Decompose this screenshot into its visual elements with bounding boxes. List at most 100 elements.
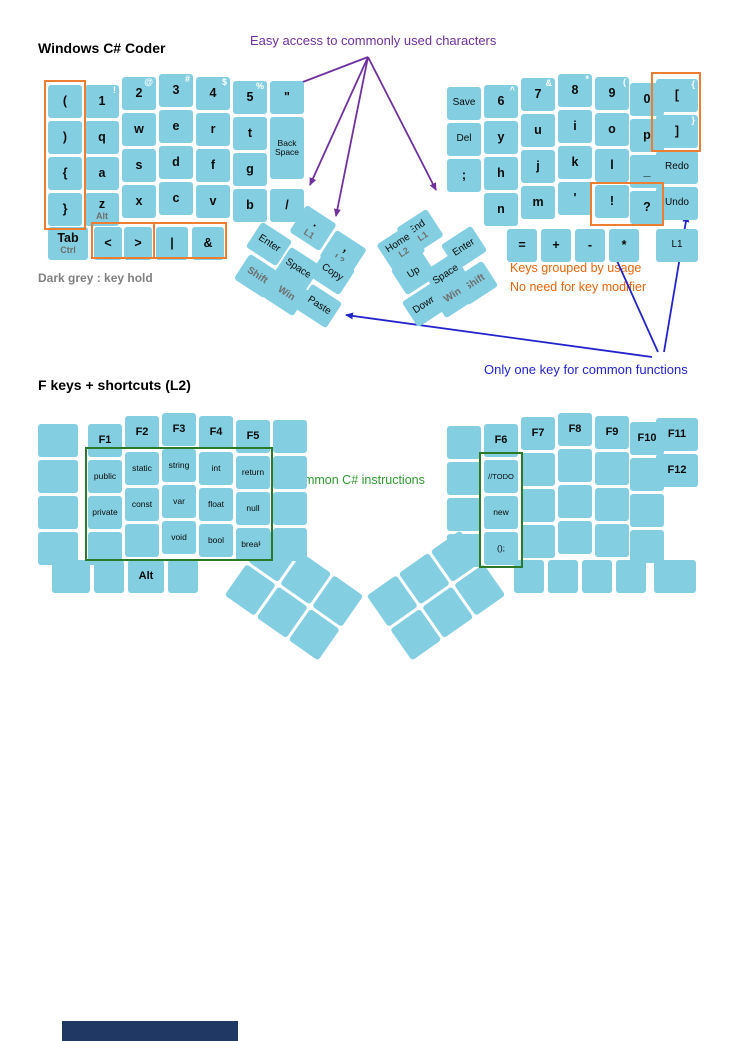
key-pipe: |: [156, 227, 188, 260]
key-label: =: [518, 237, 526, 252]
key-label: (: [62, 93, 68, 108]
key-label: u: [534, 122, 542, 137]
key-label: m: [532, 194, 544, 209]
key-label: Redo: [665, 161, 689, 173]
key-label: 9: [608, 85, 616, 100]
key-label: /: [285, 197, 289, 212]
key-new: new: [484, 496, 518, 529]
key-o: o: [595, 113, 629, 146]
key-i: i: [558, 110, 592, 143]
key-label: l: [610, 157, 614, 172]
key-string: string: [162, 449, 196, 482]
key-blank: [630, 494, 664, 527]
key-label: b: [246, 197, 254, 212]
key-u: u: [521, 114, 555, 147]
key-f11: F11: [656, 418, 698, 451]
blue-arrow: [345, 312, 653, 358]
key-shifted-label: #: [184, 74, 190, 84]
key-blank: [558, 521, 592, 554]
key-asterisk: *: [609, 229, 639, 262]
key-label: float: [207, 499, 225, 510]
key-label: ": [284, 89, 290, 104]
key-m: m: [521, 186, 555, 219]
key-4: $4: [196, 77, 230, 110]
key-double-quote: ": [270, 81, 304, 114]
key-label: //TODO: [488, 471, 514, 481]
key-label: 2: [135, 85, 143, 100]
key-shifted-label: ^: [509, 85, 515, 95]
key-label: 1: [98, 93, 106, 108]
key-blank: [125, 524, 159, 557]
key-close-brace: }: [48, 193, 82, 226]
purple-arrow: [309, 56, 369, 186]
key-label: v: [209, 193, 217, 208]
key-label: 6: [497, 93, 505, 108]
key-f5: F5: [236, 420, 270, 453]
key-shifted-label: !: [113, 85, 116, 95]
key-8: *8: [558, 74, 592, 107]
key-r: r: [196, 113, 230, 146]
key-semicolon: ;: [447, 159, 481, 192]
key-shifted-label: &: [545, 78, 553, 88]
orange-annotation-line1: Keys grouped by usage: [510, 261, 642, 275]
key-label: ]: [674, 123, 680, 138]
key-n: n: [484, 193, 518, 226]
layer1-title: Windows C# Coder: [38, 40, 166, 56]
key-label: Enter: [256, 232, 283, 255]
key-v: v: [196, 185, 230, 218]
key-label: int: [211, 463, 221, 474]
key-var: var: [162, 485, 196, 518]
key-label: ,: [340, 241, 352, 256]
key-label: _: [643, 163, 651, 178]
key-label: {: [62, 165, 68, 180]
key-label: bool: [207, 535, 225, 546]
key-float: float: [199, 488, 233, 521]
key-hold-legend: Dark grey : key hold: [38, 271, 153, 285]
key-blank: [52, 560, 90, 593]
key-int: int: [199, 452, 233, 485]
key-label: 7: [534, 86, 542, 101]
key-label: 8: [571, 82, 579, 97]
key-label: r: [210, 121, 216, 136]
key-label: Paste: [305, 293, 334, 317]
key-blank: [38, 532, 78, 565]
key-shifted-label: }: [691, 115, 695, 125]
key-return: return: [236, 456, 270, 489]
key-label: k: [571, 154, 579, 169]
key-label: j: [536, 158, 540, 173]
key-public: public: [88, 460, 122, 493]
key-l: l: [595, 149, 629, 182]
key-undo: Undo: [656, 187, 698, 220]
key-plus: +: [541, 229, 571, 262]
key-label: Alt: [138, 569, 154, 582]
key-label: F7: [531, 426, 545, 439]
key-label: F10: [637, 431, 657, 444]
key-label: F11: [667, 427, 687, 440]
key-label: Win: [441, 285, 464, 305]
key-label: s: [135, 157, 143, 172]
key-label: &: [203, 235, 213, 250]
key-label: Copy: [319, 261, 346, 284]
key-label: F6: [494, 433, 508, 446]
key-label: .: [310, 216, 322, 231]
blue-annotation: Only one key for common functions: [484, 362, 688, 377]
key-c: c: [159, 182, 193, 215]
key-3: #3: [159, 74, 193, 107]
key-label: g: [246, 161, 254, 176]
key-label: public: [93, 471, 117, 482]
key-blank: [558, 449, 592, 482]
key-label: null: [246, 503, 260, 514]
key-todo: //TODO: [484, 460, 518, 493]
key-exclamation: !: [595, 185, 629, 218]
key-label: Shift: [245, 264, 270, 287]
orange-annotation-line2: No need for key modifier: [510, 279, 647, 294]
key-blank: [38, 496, 78, 529]
key-blank: [654, 560, 696, 593]
key-save: Save: [447, 87, 481, 120]
key-void: void: [162, 521, 196, 554]
key-2: @2: [122, 77, 156, 110]
key-f2: F2: [125, 416, 159, 449]
key-apostrophe: ': [558, 182, 592, 215]
key-shifted-label: (: [623, 77, 626, 87]
key-blank: [521, 525, 555, 558]
